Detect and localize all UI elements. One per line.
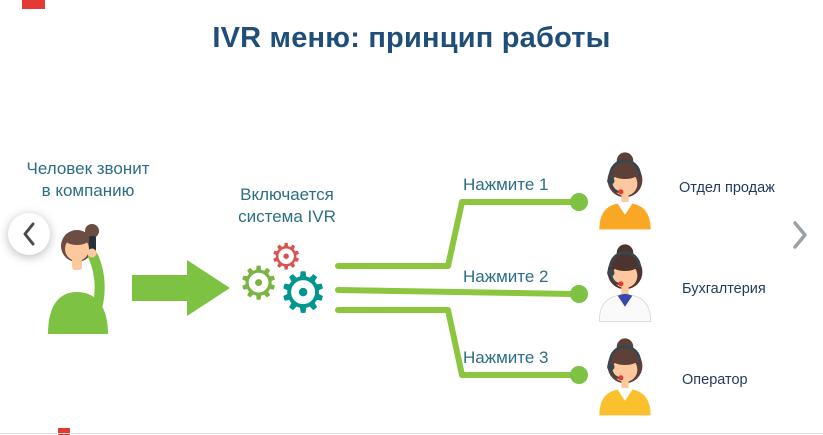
headset-earcup	[607, 269, 615, 277]
ivr-label: Включается система IVR	[220, 184, 354, 228]
press-3-label: Нажмите 3	[463, 348, 549, 367]
phone-icon	[89, 236, 96, 252]
caller-label: Человек звонит в компанию	[6, 158, 170, 202]
page-title: IVR меню: принцип работы	[212, 22, 611, 54]
headset-mic-tip	[618, 281, 624, 287]
ivr-label-line1: Включается	[240, 185, 334, 204]
caller-neck	[72, 258, 82, 270]
arrow-shape	[132, 260, 230, 316]
carousel-next-button[interactable]	[785, 216, 815, 254]
operator-avatar-operator	[599, 338, 651, 416]
gear-icon-green: ⚙	[238, 256, 280, 310]
operator-collar	[617, 387, 633, 401]
headset-earcup	[607, 177, 615, 185]
chevron-right-icon	[793, 221, 807, 249]
department-label-operator: Оператор	[682, 372, 748, 388]
gear-icon-red: ⚙	[270, 237, 303, 278]
caller-hand	[87, 248, 97, 258]
operator-collar	[617, 293, 633, 307]
operator-fringe	[610, 256, 640, 271]
red-bottom-fragment	[58, 428, 70, 435]
press-1-label: Нажмите 1	[463, 175, 549, 194]
headset-band-icon	[608, 345, 642, 362]
gear-icon-teal: ⚙	[278, 261, 329, 326]
caller-illustration	[48, 224, 108, 334]
caller-fringe	[64, 231, 90, 245]
flow-arrow-icon	[132, 260, 230, 316]
caller-label-line1: Человек звонит	[26, 159, 150, 178]
branch-dot-1	[570, 193, 588, 211]
carousel-prev-button[interactable]	[8, 213, 50, 255]
branch-dot-2	[570, 285, 588, 303]
operator-avatar-sales	[599, 152, 651, 230]
ivr-gears-icon: ⚙ ⚙ ⚙	[238, 238, 348, 338]
connector-line-3	[335, 307, 575, 378]
operator-fringe	[610, 164, 640, 179]
department-label-accounting: Бухгалтерия	[682, 281, 766, 297]
headset-band-icon	[608, 251, 642, 268]
headset-band-icon	[608, 159, 642, 176]
ivr-label-line2: система IVR	[238, 207, 336, 227]
bottom-divider	[0, 433, 823, 434]
red-corner-fragment	[22, 0, 45, 9]
operator-shirt	[599, 388, 651, 416]
caller-arm	[88, 251, 105, 309]
press-2-label: Нажмите 2	[463, 267, 549, 286]
headset-earcup	[607, 363, 615, 371]
caller-hair-bun	[85, 224, 99, 238]
headset-mic-tip	[618, 189, 624, 195]
operator-fringe	[610, 350, 640, 365]
caller-label-line2: в компанию	[41, 181, 135, 201]
operator-collar	[617, 201, 633, 215]
department-label-sales: Отдел продаж	[679, 180, 775, 196]
chevron-left-icon	[23, 222, 35, 246]
operator-shirt	[599, 202, 651, 230]
connector-line-2	[335, 287, 575, 297]
caller-body	[48, 292, 108, 334]
branch-dot-3	[570, 366, 588, 384]
headset-mic-tip	[618, 375, 624, 381]
connector-line-1	[335, 199, 575, 269]
operator-avatar-accounting	[598, 244, 652, 322]
